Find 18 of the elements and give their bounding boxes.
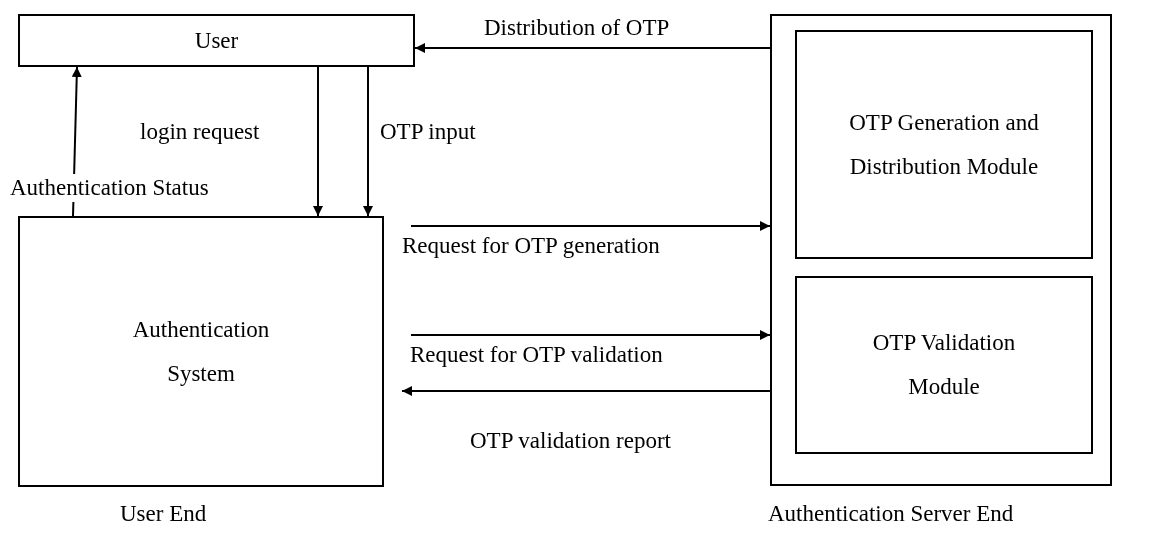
module-box — [795, 276, 1093, 454]
node-label: User End — [120, 500, 207, 528]
process-box — [18, 216, 384, 487]
arrow — [363, 66, 373, 217]
container-box — [770, 14, 1112, 486]
node-label: OTP Validation Module — [871, 329, 1017, 401]
node-label: User — [194, 26, 239, 55]
edge-label: Authentication Status — [8, 174, 211, 202]
arrow — [414, 43, 771, 53]
arrow — [401, 386, 771, 396]
module-box — [795, 30, 1093, 259]
node-label: OTP Generation and Distribution Module — [848, 108, 1040, 181]
arrow — [410, 330, 771, 340]
arrow — [410, 221, 771, 231]
process-box — [18, 14, 415, 67]
node-label: Authentication Server End — [768, 500, 1014, 528]
arrow — [313, 66, 323, 217]
node-label: Authentication System — [131, 315, 271, 388]
